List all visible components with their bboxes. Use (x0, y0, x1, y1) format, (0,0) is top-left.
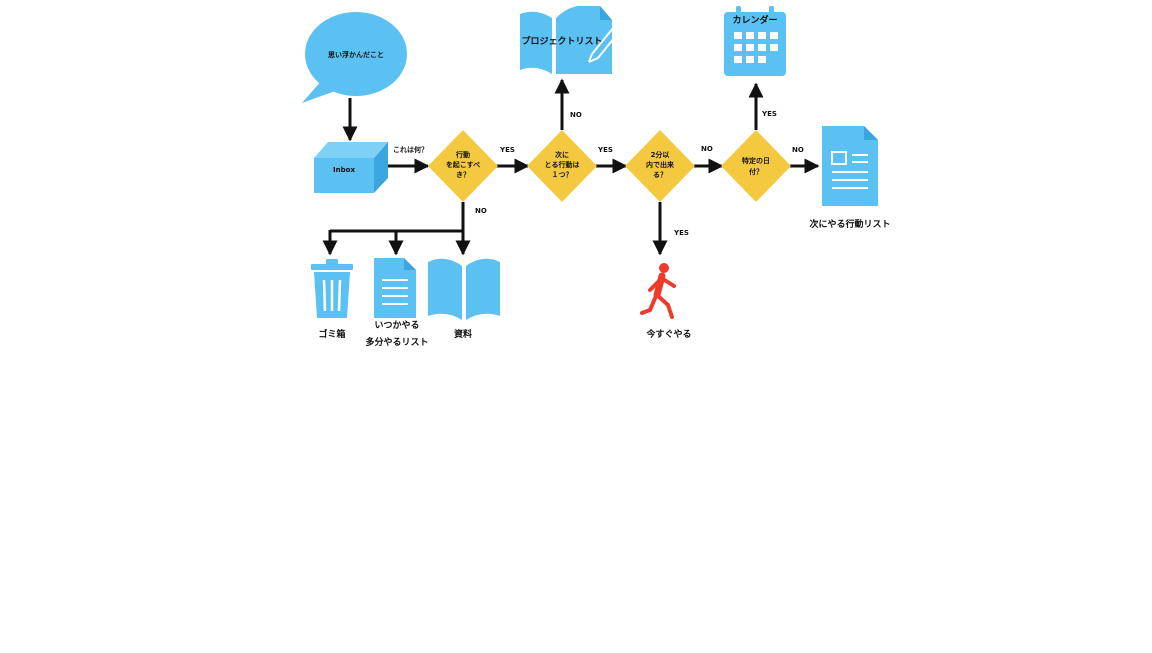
decision-diamond (428, 130, 498, 202)
edge-label-yes-donow: YES (673, 229, 689, 237)
someday-label-line2: 多分やるリスト (365, 336, 428, 348)
decision-diamond (721, 130, 791, 202)
node-inbox: Inbox (314, 142, 388, 193)
q-twomin-line3: る？ (653, 171, 667, 179)
q-next-line2: とる行動は (545, 160, 580, 169)
node-next-actions: 次にやる行動リスト (809, 126, 891, 230)
node-calendar: カレンダー (724, 6, 786, 76)
edge-label-yes-1: YES (499, 146, 515, 154)
calendar-label: カレンダー (732, 14, 777, 26)
node-thought: 思い浮かんだこと (302, 12, 407, 103)
decision-diamond (625, 130, 695, 202)
node-q-next: 次に とる行動は １つ？ (527, 130, 597, 202)
edge-label-no-date: NO (792, 146, 804, 154)
edge-label-no-project: NO (570, 111, 582, 119)
reference-label: 資料 (454, 328, 472, 340)
q-date-line1: 特定の日 (742, 156, 770, 165)
running-person-icon (640, 263, 676, 319)
someday-label-line1: いつかやる (374, 320, 419, 331)
speech-bubble-icon (302, 12, 407, 103)
q-action-line3: き？ (456, 170, 470, 179)
node-q-two-min: 2分以 内で出来 る？ (625, 130, 695, 202)
edge-label-yes-calendar: YES (761, 110, 777, 118)
connectors (322, 78, 820, 256)
edge-label-no-action: NO (475, 207, 487, 215)
document-icon (374, 258, 416, 318)
q-date-line2: 付？ (749, 167, 763, 176)
q-next-line1: 次に (555, 150, 569, 159)
book-edit-icon (520, 6, 624, 74)
q-action-line2: を起こすべ (446, 160, 480, 169)
pencil-icon (588, 21, 624, 63)
q-twomin-line1: 2分以 (651, 150, 670, 159)
node-do-now: 今すぐやる (640, 263, 692, 340)
node-project-list: プロジェクトリスト (520, 6, 624, 74)
trash-label: ゴミ箱 (318, 328, 345, 340)
thought-label: 思い浮かんだこと (328, 50, 384, 59)
q-twomin-line2: 内で出来 (646, 160, 675, 169)
project-list-label: プロジェクトリスト (521, 35, 602, 47)
node-q-date: 特定の日 付？ (721, 130, 791, 202)
edge-label-yes-2: YES (597, 146, 613, 154)
document-icon (822, 126, 878, 206)
trash-icon (311, 259, 353, 318)
edge-label-no-twomin: NO (701, 145, 713, 153)
q-action-line1: 行動 (455, 150, 470, 159)
calendar-icon (724, 6, 786, 76)
book-icon (428, 258, 500, 320)
decision-diamond (527, 130, 597, 202)
inbox-box-icon (314, 142, 388, 193)
do-now-label: 今すぐやる (645, 328, 691, 340)
node-trash: ゴミ箱 (311, 259, 353, 340)
next-actions-label: 次にやる行動リスト (809, 218, 890, 230)
edge-action-no-branch (330, 202, 465, 233)
q-next-line3: １つ？ (552, 170, 573, 179)
inbox-label: Inbox (333, 166, 355, 174)
node-someday: いつかやる 多分やるリスト (365, 258, 429, 348)
node-reference: 資料 (428, 258, 500, 340)
edge-label-what-is-it: これは何？ (393, 145, 428, 154)
node-q-action: 行動 を起こすべ き？ (428, 130, 498, 202)
